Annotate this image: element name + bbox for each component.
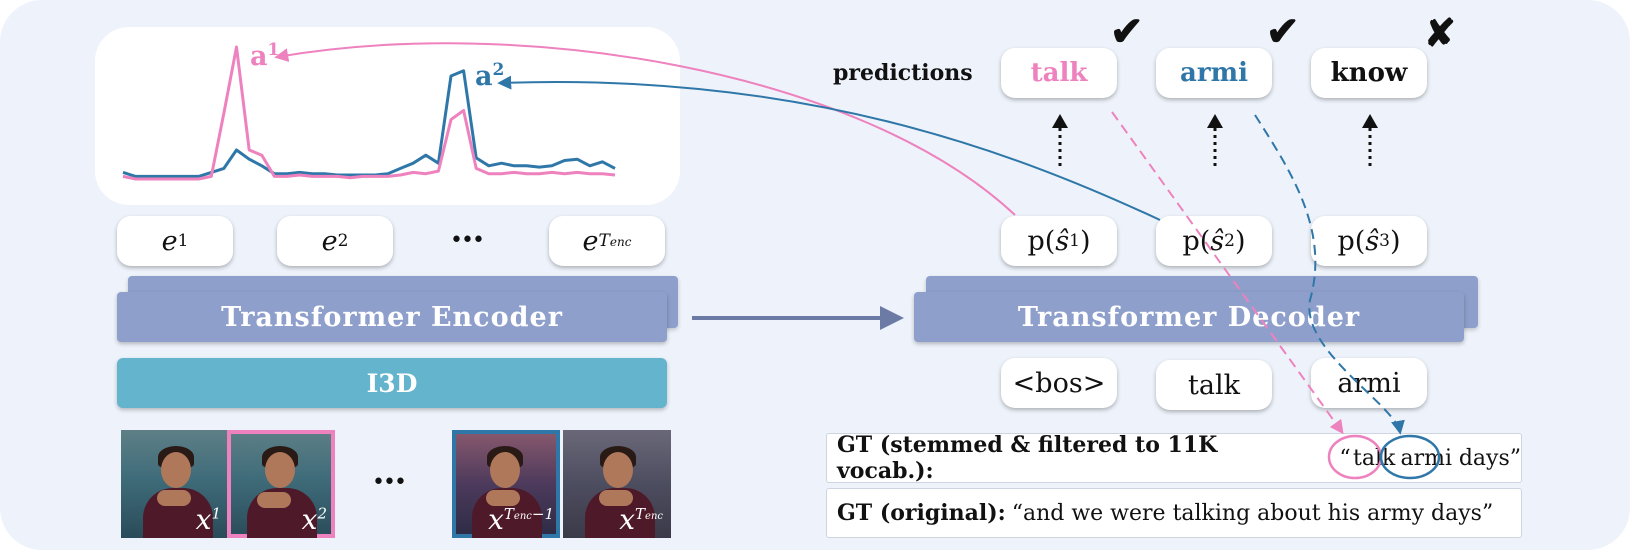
transformer-encoder: Transformer Encoder <box>117 292 667 342</box>
frame-x1: x1 <box>121 430 229 538</box>
gt-stemmed-close-quote: ” <box>1509 445 1521 471</box>
check-icon-armi: ✔ <box>1266 8 1300 55</box>
attention-curve-a1 <box>122 45 616 181</box>
attention-link-blue <box>497 75 1161 221</box>
e1-base: e <box>161 225 178 257</box>
frame-x2: x2 <box>227 430 335 538</box>
i3d-block: I3D <box>117 358 667 408</box>
e2-base: e <box>321 225 338 257</box>
dotted-arrowhead-3 <box>1362 114 1378 128</box>
prediction-talk: talk <box>1001 48 1117 98</box>
attention-panel <box>95 27 680 205</box>
frame-xtenc-1-label: xTenc−1 <box>488 503 554 536</box>
gt-stemmed-box: GT (stemmed & filtered to 11K vocab.): “… <box>826 432 1522 484</box>
decoder-input-talk: talk <box>1156 360 1272 410</box>
gt-circle-talk <box>1327 434 1383 480</box>
embedding-ellipsis: ••• <box>450 228 485 253</box>
transformer-decoder: Transformer Decoder <box>914 292 1464 342</box>
frames-ellipsis: ••• <box>372 470 407 495</box>
frame-xtenc-1: xTenc−1 <box>452 430 560 538</box>
predictions-label: predictions <box>833 60 973 86</box>
gt-stemmed-label: GT (stemmed & filtered to 11K vocab.): <box>837 432 1218 484</box>
etenc-sup: T <box>598 231 610 251</box>
etenc-sub: enc <box>609 235 632 249</box>
dotted-arrowhead-2 <box>1207 114 1223 128</box>
dotted-arrowhead-1 <box>1052 114 1068 128</box>
frame-x1-label: x1 <box>195 503 221 536</box>
gt-original-box: GT (original): “and we were talking abou… <box>826 488 1522 538</box>
a2-sup: 2 <box>492 60 505 80</box>
gt-word-talk: talk <box>1353 445 1396 471</box>
attention-plot <box>122 45 616 181</box>
encoder-to-decoder-arrowhead <box>880 306 904 330</box>
decoder-input-armi: armi <box>1311 358 1427 408</box>
e1-sup: 1 <box>177 231 189 251</box>
frame-xtenc-label: xTenc <box>619 503 663 536</box>
prediction-know: know <box>1311 48 1427 98</box>
prediction-armi: armi <box>1156 48 1272 98</box>
gt-original-text: “and we were talking about his army days… <box>1011 500 1494 526</box>
attention-link-pink <box>274 42 1016 216</box>
target-link-blue <box>1254 114 1405 435</box>
e2-sup: 2 <box>337 231 349 251</box>
a1-sup: 1 <box>267 40 280 60</box>
gt-circle-armi <box>1379 434 1441 480</box>
frame-x2-label: x2 <box>301 503 327 536</box>
frame-xtenc: xTenc <box>563 430 671 538</box>
a2-letter: a <box>475 61 493 92</box>
etenc-base: e <box>582 225 599 257</box>
attention-label-a1: a1 <box>250 40 279 72</box>
gt-word-days: days <box>1458 445 1510 471</box>
decoder-input-bos: <bos> <box>1001 358 1117 408</box>
gt-original-label: GT (original): <box>837 500 1006 526</box>
check-icon-talk: ✔ <box>1110 8 1144 55</box>
a1-letter: a <box>250 41 268 72</box>
attention-label-a2: a2 <box>475 60 504 92</box>
gt-word-armi: armi <box>1400 445 1453 471</box>
target-link-pink <box>1111 111 1344 435</box>
cross-icon-know: ✘ <box>1424 10 1456 55</box>
gt-stemmed-open-quote: “ <box>1339 445 1351 471</box>
